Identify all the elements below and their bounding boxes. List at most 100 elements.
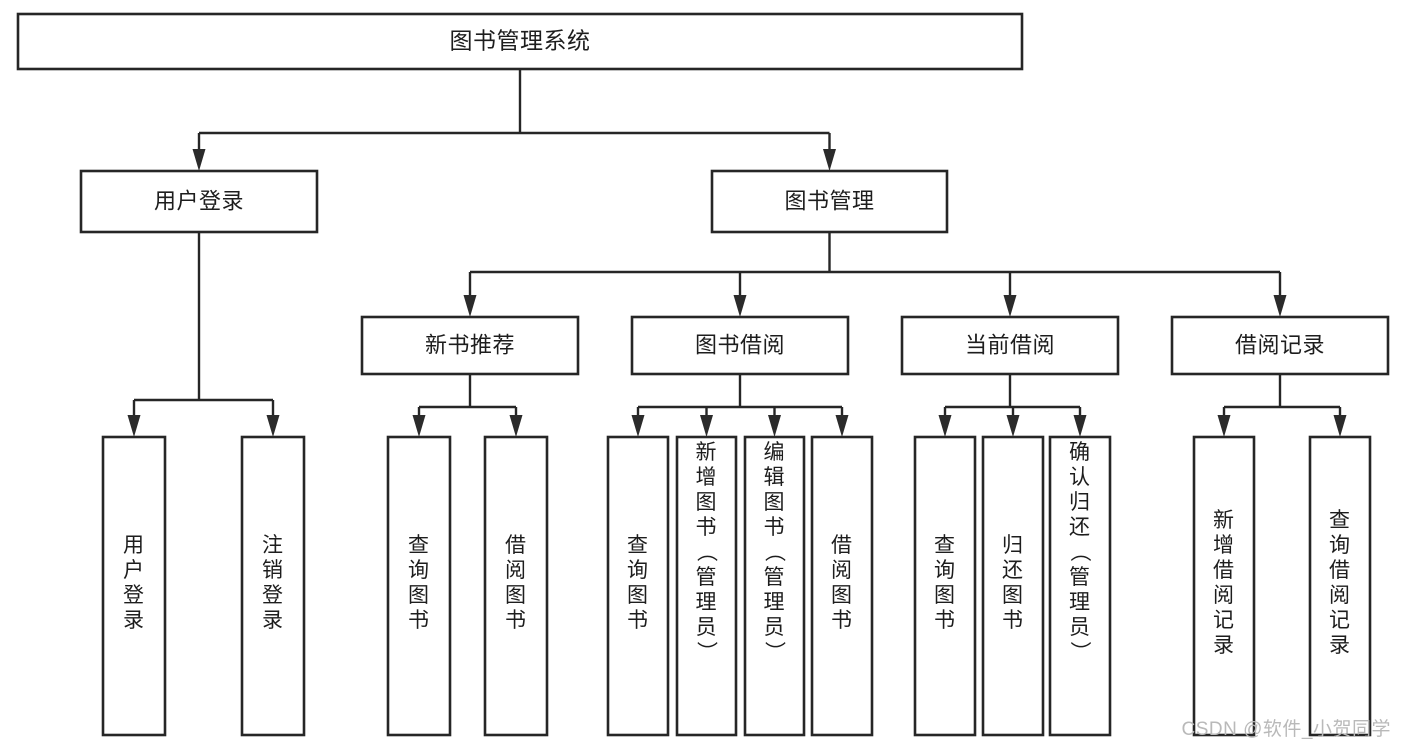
leaf-label-char: 询 xyxy=(408,559,430,582)
leaf-label-char: 查 xyxy=(1329,509,1351,532)
leaf-label-char: 增 xyxy=(1213,534,1235,557)
node-box[interactable] xyxy=(1170,315,1390,376)
leaf-label-char: 图 xyxy=(696,491,718,514)
leaf-label-char: 还 xyxy=(1069,516,1091,539)
leaf-box[interactable] xyxy=(1192,435,1256,737)
node-label: 借阅记录 xyxy=(1235,332,1325,357)
leaf-label-char: 管 xyxy=(764,566,786,589)
leaf-label-char: 借 xyxy=(505,534,527,557)
leaf-box[interactable] xyxy=(810,435,874,737)
leaf-label-char: 查 xyxy=(408,534,430,557)
leaf-label-char: 询 xyxy=(1329,534,1351,557)
leaf-box[interactable] xyxy=(913,435,977,737)
arrow-head-icon xyxy=(1073,415,1087,437)
leaf-box[interactable] xyxy=(743,435,806,737)
node-current-borrow[interactable]: 当前借阅 xyxy=(900,315,1120,376)
leaf-label-char: 书 xyxy=(408,609,430,632)
leaf-label-char: 图 xyxy=(1002,584,1024,607)
leaf-label-char: 图 xyxy=(627,584,649,607)
leaf-label-char: 书 xyxy=(627,609,649,632)
arrow-head-icon xyxy=(631,415,645,437)
node-box[interactable] xyxy=(360,315,580,376)
arrow-head-icon xyxy=(768,415,781,437)
leaf-label-char: 图 xyxy=(764,491,786,514)
node-label: 当前借阅 xyxy=(965,332,1055,357)
leaf-box[interactable] xyxy=(101,435,167,737)
leaf-label-char: 登 xyxy=(262,584,284,607)
leaf-label-char: 书 xyxy=(764,516,786,539)
leaf-label-char: ） xyxy=(695,641,718,663)
leaf-label-char: 书 xyxy=(505,609,527,632)
node-borrow-record[interactable]: 借阅记录 xyxy=(1170,315,1390,376)
leaf-label-char: 理 xyxy=(1069,591,1091,614)
leaf-box[interactable] xyxy=(1048,435,1112,737)
leaf-label-char: 图 xyxy=(831,584,853,607)
leaf-box[interactable] xyxy=(675,435,738,737)
leaf-label-char: 编 xyxy=(764,441,786,464)
node-box[interactable] xyxy=(630,315,850,376)
node-root-book-management-system[interactable]: 图书管理系统 xyxy=(16,12,1024,71)
leaf-label-char: 图 xyxy=(934,584,956,607)
arrow-head-icon xyxy=(1217,415,1231,437)
node-box[interactable] xyxy=(79,169,319,234)
leaf-label-char: 员 xyxy=(764,616,786,639)
node-label: 新书推荐 xyxy=(425,332,515,357)
leaf-box[interactable] xyxy=(1308,435,1372,737)
leaf-node-user-login-action[interactable]: 用户登录 xyxy=(101,435,167,737)
node-box[interactable] xyxy=(16,12,1024,71)
leaf-label-char: 借 xyxy=(1213,559,1235,582)
arrow-head-icon xyxy=(1006,415,1020,437)
leaf-label-char: 录 xyxy=(1329,634,1351,657)
arrow-head-icon xyxy=(938,415,952,437)
leaf-label-char: 确 xyxy=(1069,441,1091,464)
leaf-box[interactable] xyxy=(386,435,452,737)
leaf-box[interactable] xyxy=(606,435,670,737)
leaf-label-char: 归 xyxy=(1002,534,1024,557)
arrow-head-icon xyxy=(700,415,713,437)
arrow-head-icon xyxy=(1333,415,1347,437)
leaf-label-char: ） xyxy=(763,641,786,663)
leaf-label-char: ） xyxy=(1068,641,1091,663)
node-user-login[interactable]: 用户登录 xyxy=(79,169,319,234)
arrow-head-icon xyxy=(733,295,747,317)
arrow-head-icon xyxy=(1273,295,1287,317)
leaf-label-char: 管 xyxy=(1069,566,1091,589)
leaf-label-char: 员 xyxy=(1069,616,1091,639)
node-box[interactable] xyxy=(710,169,949,234)
node-book-borrow[interactable]: 图书借阅 xyxy=(630,315,850,376)
leaf-label-char: 登 xyxy=(123,584,145,607)
leaf-box[interactable] xyxy=(483,435,549,737)
leaf-label-char: 用 xyxy=(123,534,145,557)
node-new-book-rec[interactable]: 新书推荐 xyxy=(360,315,580,376)
leaf-box[interactable] xyxy=(981,435,1045,737)
leaf-label-char: 询 xyxy=(627,559,649,582)
connector-layer xyxy=(127,69,1347,437)
node-book-manage[interactable]: 图书管理 xyxy=(710,169,949,234)
leaf-label-char: 记 xyxy=(1329,609,1351,632)
node-box[interactable] xyxy=(900,315,1120,376)
leaf-label-char: 管 xyxy=(696,566,718,589)
leaf-label-char: 新 xyxy=(696,441,718,464)
leaf-label-char: 书 xyxy=(934,609,956,632)
watermark-label: CSDN @软件_小贺同学 xyxy=(1181,719,1391,740)
leaf-label-char: 户 xyxy=(123,559,145,582)
leaf-label-char: 新 xyxy=(1213,509,1235,532)
arrow-head-icon xyxy=(192,149,206,171)
leaf-label-char: （ xyxy=(1068,541,1091,563)
arrow-head-icon xyxy=(835,415,849,437)
leaf-label-char: 认 xyxy=(1069,466,1091,489)
leaf-box[interactable] xyxy=(240,435,306,737)
